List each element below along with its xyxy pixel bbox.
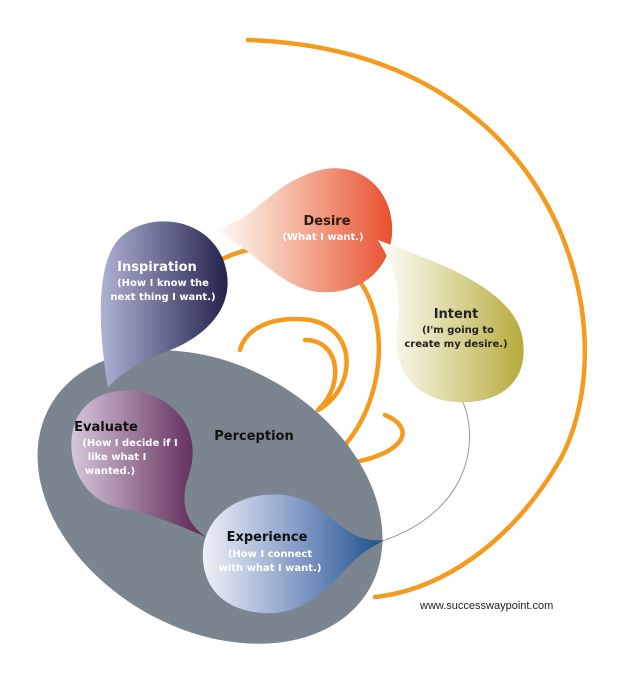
experience-subtitle-2: with what I want.): [219, 563, 322, 574]
inspiration-subtitle-2: next thing I want.): [110, 292, 215, 303]
perception-label: Perception: [214, 429, 293, 444]
evaluate-subtitle-2: like what I: [88, 452, 147, 463]
website-url: www.successwaypoint.com: [420, 600, 554, 612]
desire-teardrop: [212, 168, 393, 293]
desire-subtitle: (What I want.): [282, 232, 363, 243]
inspiration-teardrop: [100, 221, 228, 388]
connector-arc: [384, 399, 471, 541]
experience-subtitle-1: (How I connect: [228, 549, 312, 560]
experience-teardrop: [202, 494, 385, 614]
evaluate-subtitle-1: (How I decide if I: [82, 438, 177, 449]
intent-subtitle-2: create my desire.): [404, 339, 507, 350]
desire-title: Desire: [303, 214, 350, 229]
inspiration-subtitle-1: (How I know the: [117, 278, 209, 289]
evaluate-subtitle-3: wanted.): [85, 466, 135, 477]
evaluate-title: Evaluate: [74, 420, 138, 435]
evaluate-teardrop: [71, 390, 208, 538]
inspiration-title: Inspiration: [117, 260, 197, 275]
experience-title: Experience: [227, 530, 308, 545]
intent-subtitle-1: (I'm going to: [422, 325, 494, 336]
intent-title: Intent: [434, 307, 479, 322]
perception-ellipse: [37, 350, 383, 644]
intent-teardrop: [378, 240, 524, 403]
